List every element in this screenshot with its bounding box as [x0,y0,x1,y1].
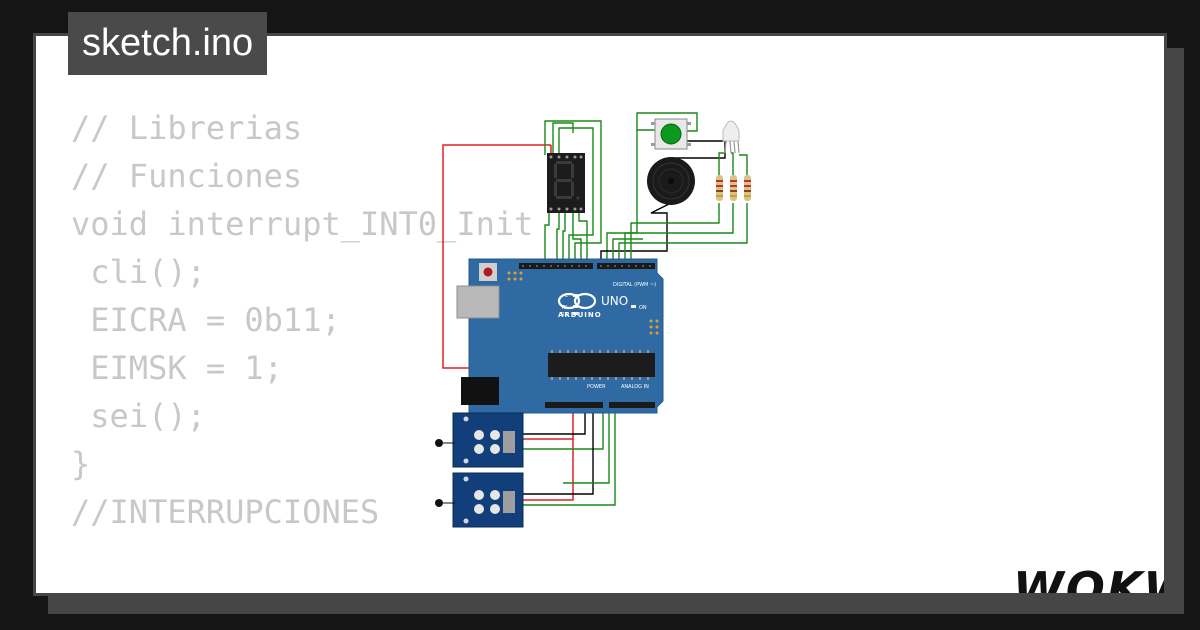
sensor-module-bottom [435,472,524,528]
circuit-diagram: UNO ARDUINO DIGITAL (PWM ~) POWER ANALOG… [435,112,751,528]
power-label: POWER [587,384,606,390]
file-title: sketch.ino [82,22,254,64]
code-line: // Librerias [71,109,303,147]
l-label: L [565,293,568,299]
analog-label: ANALOG IN [621,384,649,390]
seven-segment-display [547,153,585,213]
buzzer [647,157,695,205]
code-line: } [71,445,91,483]
pushbutton [651,118,691,150]
wokwi-logo: WOKWi [1013,563,1167,596]
resistors [716,175,751,201]
arduino-board: UNO ARDUINO DIGITAL (PWM ~) POWER ANALOG… [456,258,664,414]
sensor-module-top [435,412,524,468]
preview-card: // Librerias // Funciones void interrupt_I… [33,33,1167,596]
code-line: cli(); [71,253,206,291]
board-maker-label: ARDUINO [558,311,602,319]
code-line: void interrupt_INT0_Init [71,205,534,243]
module-wires [523,403,616,506]
rgb-led [722,120,740,154]
display-wires [544,120,602,263]
code-line: // Funciones [71,157,303,195]
board-model-label: UNO [601,294,628,308]
component-wires [600,112,748,263]
tx-label: TX [560,305,568,311]
code-line: EICRA = 0b11; [71,301,341,339]
on-label: ON [639,305,647,311]
rx-label: RX [561,312,568,318]
code-line: EIMSK = 1; [71,349,283,387]
code-preview: // Librerias // Funciones void interrupt_I… [71,104,533,536]
code-line: //INTERRUPCIONES [71,493,380,531]
digital-label: DIGITAL (PWM ~) [613,282,656,288]
brand-text: WOKWi [1013,563,1167,596]
code-line: sei(); [71,397,206,435]
file-title-tab: sketch.ino [68,12,268,75]
